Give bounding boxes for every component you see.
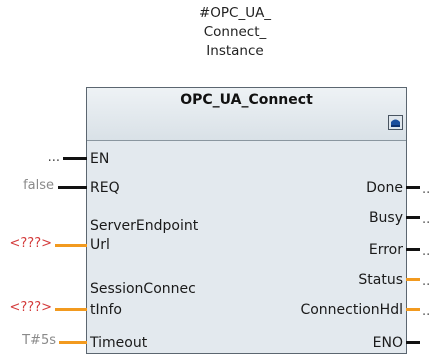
error-value[interactable]: ..	[422, 244, 431, 259]
pin-connectionhdl-label: ConnectionHdl	[300, 302, 403, 318]
connectionhdl-value[interactable]: ..	[422, 304, 431, 319]
opc-ua-connect-block[interactable]: OPC_UA_Connect EN REQ ServerEndpoint Url…	[86, 87, 407, 354]
wire-sessionconnectinfo[interactable]	[55, 308, 87, 311]
pin-sessionconnectinfo-label-2: tInfo	[90, 302, 122, 318]
block-title: OPC_UA_Connect	[180, 92, 313, 108]
wire-eno[interactable]	[406, 341, 420, 344]
block-info-icon[interactable]	[388, 115, 403, 130]
pin-en-label: EN	[90, 151, 110, 167]
pin-eno-label: ENO	[372, 335, 403, 351]
pin-error-label: Error	[368, 242, 403, 258]
pin-done-label: Done	[366, 180, 403, 196]
block-header: OPC_UA_Connect	[87, 88, 406, 141]
wire-done[interactable]	[406, 186, 420, 189]
wire-req[interactable]	[58, 186, 87, 189]
wire-timeout[interactable]	[59, 341, 87, 344]
status-value[interactable]: ..	[422, 274, 431, 289]
instance-name-line-3: Instance	[206, 43, 264, 59]
instance-name-line-1: #OPC_UA_	[198, 5, 272, 21]
serverendpointurl-value[interactable]: <???>	[9, 236, 53, 251]
wire-connectionhdl[interactable]	[406, 308, 420, 311]
pin-serverendpointurl-label-1: ServerEndpoint	[90, 218, 199, 234]
en-value[interactable]: ...	[47, 150, 60, 165]
req-value[interactable]: false	[23, 178, 54, 193]
pin-req-label: REQ	[90, 180, 120, 196]
pin-timeout-label: Timeout	[90, 335, 148, 351]
wire-error[interactable]	[406, 248, 420, 251]
pin-serverendpointurl-label-2: Url	[90, 237, 110, 253]
done-value[interactable]: ..	[422, 182, 431, 197]
busy-value[interactable]: ..	[422, 212, 431, 227]
timeout-value[interactable]: T#5s	[22, 333, 56, 348]
wire-busy[interactable]	[406, 216, 420, 219]
instance-name-line-2: Connect_	[203, 24, 267, 40]
sessionconnectinfo-value[interactable]: <???>	[9, 300, 53, 315]
wire-serverendpointurl[interactable]	[55, 244, 87, 247]
pin-busy-label: Busy	[368, 210, 403, 226]
pin-status-label: Status	[358, 272, 403, 288]
wire-en[interactable]	[63, 157, 87, 160]
wire-status[interactable]	[406, 278, 420, 281]
pin-sessionconnectinfo-label-1: SessionConnec	[90, 281, 196, 297]
